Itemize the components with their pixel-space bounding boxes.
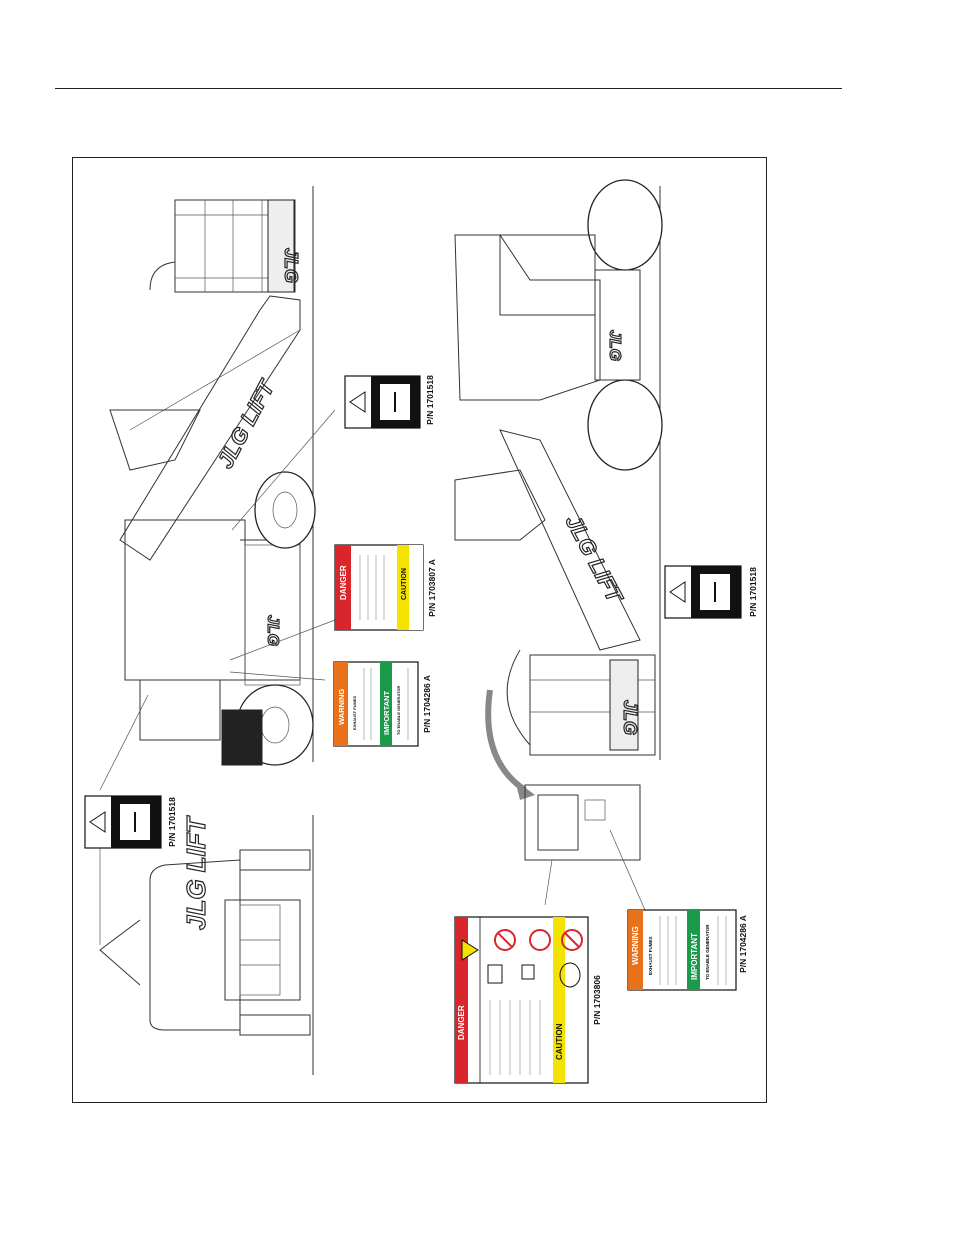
figure-frame (72, 157, 767, 1103)
label-pn-1701518-left: P/N 1701518 (167, 797, 177, 847)
label-pn-1703806: P/N 1703806 (592, 975, 602, 1025)
decal-1704286a-top-enable: TO ENABLE GENERATOR (396, 686, 401, 735)
label-pn-1704286a-bottom: P/N 1704286 A (738, 915, 748, 973)
decal-1703806-caution: CAUTION (555, 1023, 564, 1060)
front-brand: JLG LIFT (181, 815, 211, 930)
decal-1704286a-top-important: IMPORTANT (382, 691, 391, 735)
decal-1703806-danger: DANGER (457, 1005, 466, 1040)
decal-1701518-left (84, 795, 162, 849)
decal-1704286a-bottom-important: IMPORTANT (690, 933, 699, 980)
bottom-boom-brand: JLG LIFT (561, 511, 629, 608)
decal-1704286a-bottom: WARNING IMPORTANT EXHAUST FUMES TO ENABL… (627, 909, 737, 991)
decal-1704286a-top-exhaust: EXHAUST FUMES (352, 695, 357, 730)
label-pn-1704286a-top: P/N 1704286 A (422, 675, 432, 733)
bottom-chassis-brand: JLG (606, 330, 623, 361)
label-pn-1701518-top: P/N 1701518 (425, 375, 435, 425)
label-pn-1701518-right: P/N 1701518 (748, 567, 758, 617)
decal-1701518-right (664, 565, 742, 619)
machine-side-view-top: JLG JLG LIFT JLG (109, 186, 316, 1075)
decal-1704286a-bottom-enable: TO ENABLE GENERATOR (705, 924, 710, 980)
decal-1701518-top (344, 375, 421, 429)
header-rule (55, 88, 842, 89)
decal-1704286a-bottom-exhaust: EXHAUST FUMES (648, 936, 653, 975)
platform-brand: JLG (281, 248, 301, 283)
decal-1703807a-caution: CAUTION (401, 568, 408, 600)
bottom-platform-brand: JLG (620, 700, 640, 735)
decal-1704286a-top-warning: WARNING (337, 689, 346, 725)
label-pn-1703807a: P/N 1703807 A (427, 559, 437, 617)
decal-1704286a-top: WARNING IMPORTANT EXHAUST FUMES TO ENABL… (333, 661, 419, 747)
decal-1704286a-bottom-warning: WARNING (631, 926, 640, 965)
decal-1703807a: DANGER CAUTION (334, 544, 424, 631)
machine-front-view: JLG LIFT (99, 815, 311, 1036)
decal-1703807a-danger: DANGER (339, 565, 348, 600)
boom-brand: JLG LIFT (212, 375, 280, 472)
machine-side-view-bottom: JLG JLG LIFT JLG (454, 179, 663, 911)
chassis-brand: JLG (264, 615, 281, 646)
decal-1703806: DANGER CAUTION (454, 916, 589, 1084)
